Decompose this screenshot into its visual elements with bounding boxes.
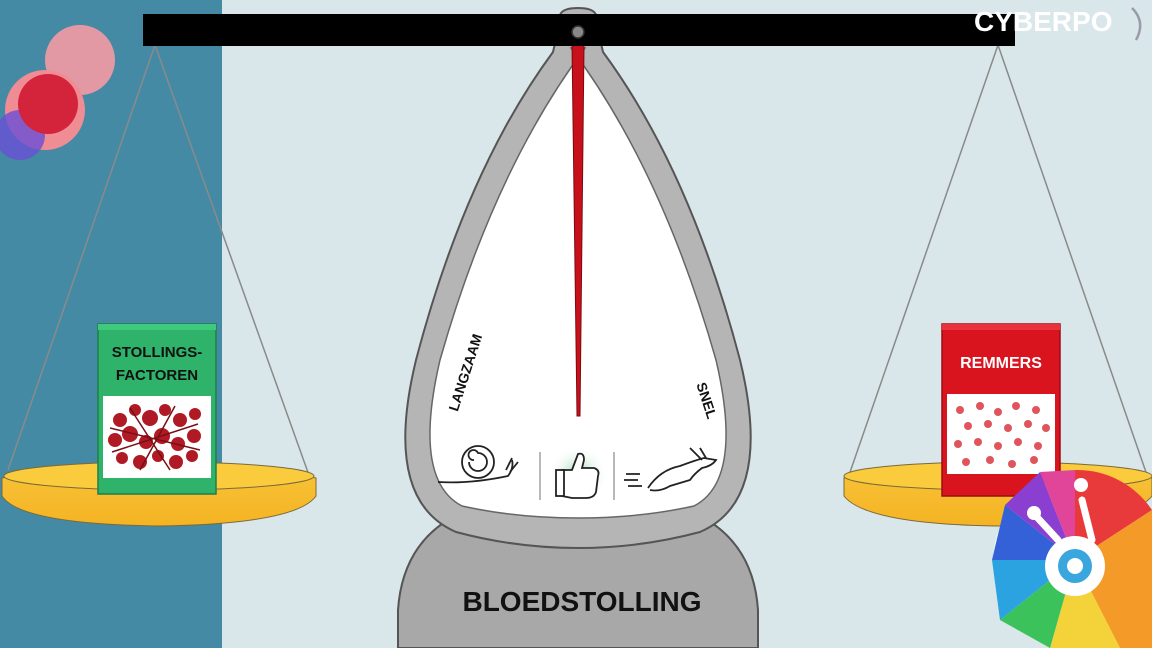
- inhibitor-particles-icon: [954, 402, 1050, 468]
- inhibitors-box: REMMERS: [941, 323, 1061, 497]
- left-pan-strings: [7, 44, 311, 479]
- decorative-blob-icon: [0, 25, 115, 160]
- clot-network-icon: [108, 404, 201, 471]
- clotting-factors-label-2: FACTOREN: [116, 367, 198, 384]
- clotting-factors-box: STOLLINGS- FACTOREN: [97, 323, 217, 495]
- pivot: [571, 25, 585, 39]
- clotting-factors-label-1: STOLLINGS-: [112, 344, 203, 361]
- cyberpoli-logo-icon: [992, 469, 1152, 648]
- dial: LANGZAAM SNEL: [404, 6, 752, 550]
- logo-antenna-icon: [1131, 7, 1142, 41]
- right-pan-strings: [847, 44, 1149, 479]
- thumbs-up-icon: [548, 445, 608, 505]
- snail-icon: [437, 445, 519, 484]
- hare-icon: [624, 447, 718, 492]
- watermark-logo-text: CYBERPO: [974, 6, 1112, 37]
- blood-clotting-label: BLOEDSTOLLING: [462, 586, 701, 617]
- inhibitors-label: REMMERS: [960, 355, 1042, 372]
